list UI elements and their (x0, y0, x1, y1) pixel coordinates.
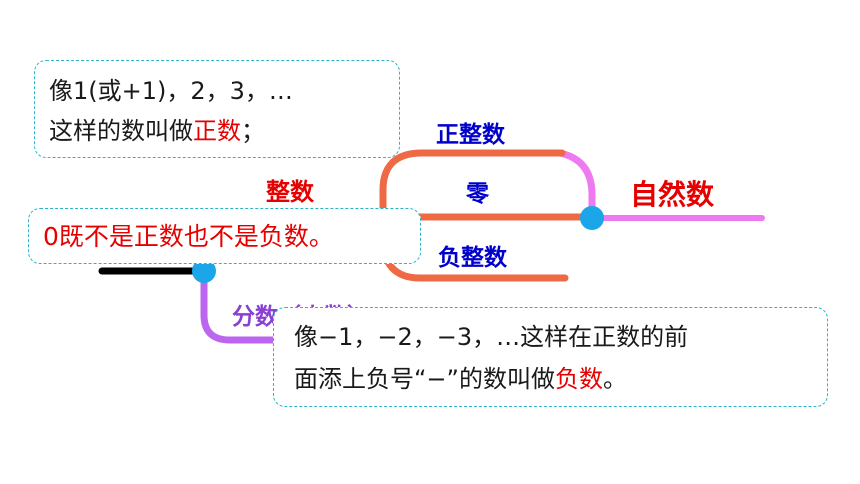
label-positive-integer: 正整数 (436, 122, 505, 148)
root-node (192, 259, 216, 283)
zero-definition-text: 0既不是正数也不是负数。 (43, 222, 334, 251)
natural-node (580, 206, 604, 230)
positive-term: 正数 (193, 117, 241, 145)
zero-definition-box: 0既不是正数也不是负数。 (28, 208, 421, 264)
positive-line-2-text: 这样的数叫做 (49, 117, 193, 145)
negative-term: 负数 (554, 365, 603, 393)
label-zero: 零 (466, 181, 489, 207)
natural-branch-top (556, 149, 596, 222)
negative-line-1: 像−1，−2，−3，…这样在正数的前 (294, 323, 689, 351)
positive-definition-box: 像1(或+1)，2，3，… 这样的数叫做正数； (34, 60, 400, 158)
fraction-branch (200, 268, 294, 344)
negative-line-2-text: 面添上负号“−”的数叫做 (294, 365, 555, 393)
label-integer: 整数 (266, 178, 314, 206)
negative-line-2-end: 。 (602, 365, 627, 393)
label-negative-integer: 负整数 (438, 245, 507, 271)
negative-definition-box: 像−1，−2，−3，…这样在正数的前 面添上负号“−”的数叫做负数。 (273, 307, 828, 407)
positive-line-2: 这样的数叫做正数； (49, 111, 399, 151)
negative-line-2: 面添上负号“−”的数叫做负数。 (294, 358, 827, 400)
positive-line-1: 像1(或+1)，2，3，… (49, 77, 293, 105)
positive-line-2-end: ； (241, 117, 265, 145)
label-natural-number: 自然数 (630, 178, 715, 211)
